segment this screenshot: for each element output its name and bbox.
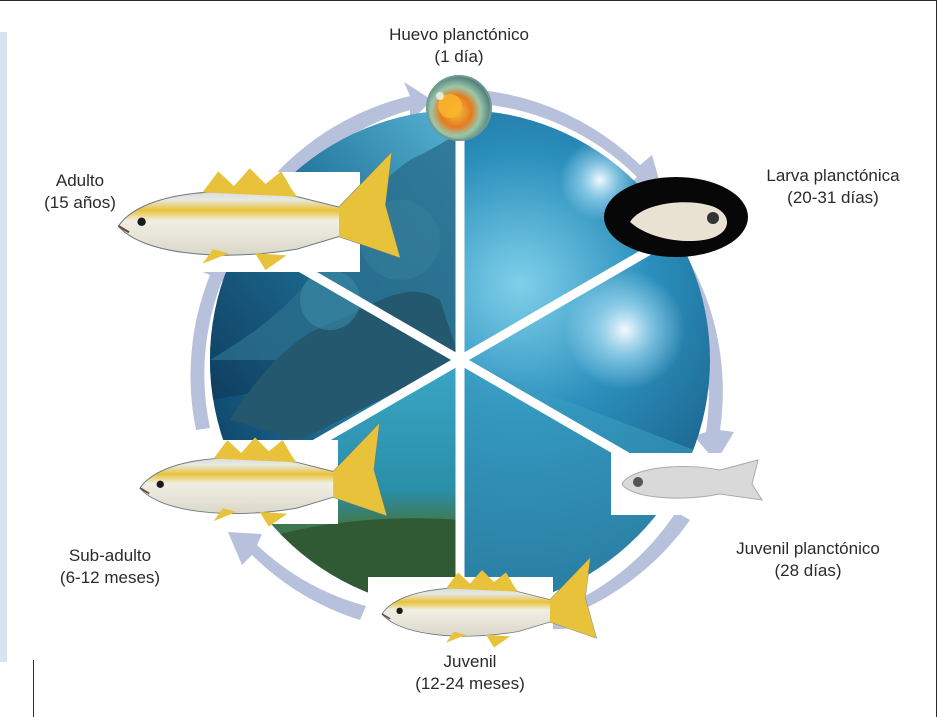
egg-image (427, 76, 491, 140)
stage-duration: (12-24 meses) (380, 673, 560, 695)
stage-duration: (20-31 días) (738, 187, 928, 209)
stage-duration: (28 días) (700, 560, 916, 582)
larva-image (604, 177, 748, 257)
planktonic-juvenile-image (611, 453, 771, 515)
stage-duration: (1 día) (356, 46, 562, 68)
stage-label-larva: Larva planctónica (20-31 días) (738, 165, 928, 209)
stage-name: Adulto (20, 170, 140, 192)
stage-name: Juvenil (380, 651, 560, 673)
stage-name: Sub-adulto (30, 545, 190, 567)
stage-duration: (6-12 meses) (30, 567, 190, 589)
stage-label-juvenile: Juvenil (12-24 meses) (380, 651, 560, 695)
stage-name: Huevo planctónico (356, 24, 562, 46)
stage-label-planktonic-juvenile: Juvenil planctónico (28 días) (700, 538, 916, 582)
stage-duration: (15 años) (20, 192, 140, 214)
stage-label-adult: Adulto (15 años) (20, 170, 140, 214)
stage-name: Juvenil planctónico (700, 538, 916, 560)
stage-label-subadult: Sub-adulto (6-12 meses) (30, 545, 190, 589)
stage-name: Larva planctónica (738, 165, 928, 187)
stage-label-egg: Huevo planctónico (1 día) (356, 24, 562, 68)
